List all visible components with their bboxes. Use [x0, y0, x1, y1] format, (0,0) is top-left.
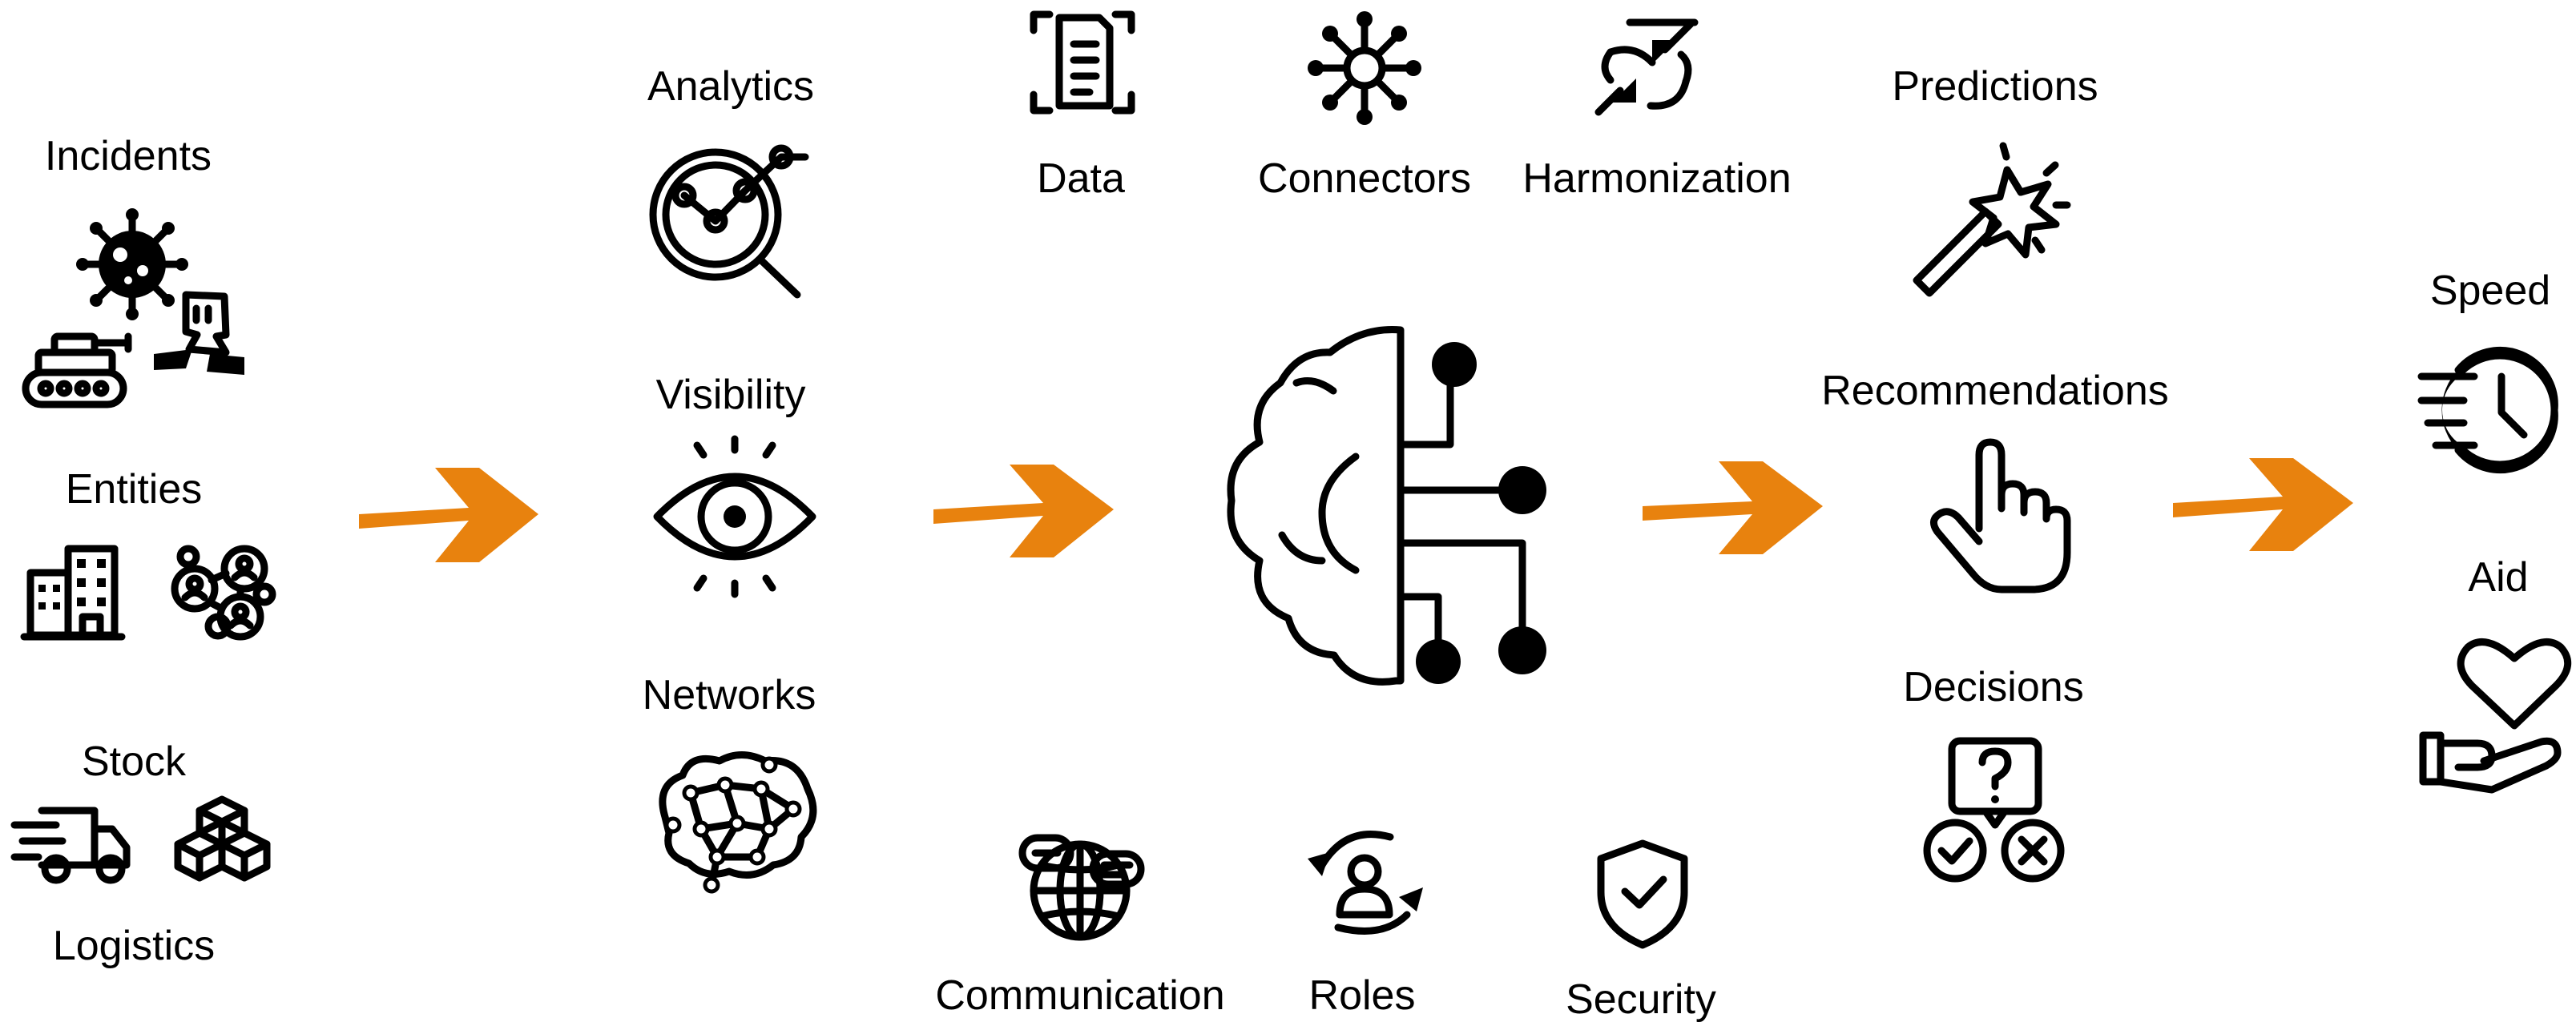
logistics-label: Logistics [53, 923, 215, 969]
analytics-label: Analytics [647, 63, 814, 110]
shield-check-icon [1597, 839, 1688, 949]
flow-arrow-3 [1643, 461, 1823, 554]
networks-label: Networks [643, 672, 816, 718]
connectors-label: Connectors [1258, 155, 1471, 202]
harmonization-label: Harmonization [1522, 155, 1791, 202]
inputs-group: Incidents [10, 133, 276, 969]
eye-icon [653, 435, 816, 598]
tank-icon [22, 332, 132, 408]
security-label: Security [1566, 976, 1716, 1022]
decision-icon [1923, 737, 2065, 883]
damaged-building-icon [154, 291, 244, 375]
flow-arrow-4 [2173, 458, 2353, 551]
roles-label: Roles [1309, 972, 1416, 1019]
recommendations-label: Recommendations [1821, 368, 2169, 414]
flow-arrow-1 [359, 468, 538, 562]
analytics-magnifier-icon [649, 144, 809, 299]
visibility-label: Visibility [656, 372, 806, 418]
decisions-label: Decisions [1903, 664, 2083, 710]
flow-arrow-2 [933, 465, 1114, 557]
capabilities-group: Analytics Visibility Networks [643, 63, 817, 894]
user-rotate-icon [1308, 831, 1423, 935]
document-scan-icon [1030, 10, 1135, 115]
speed-label: Speed [2430, 268, 2550, 314]
ai-brain-circuit-icon [1227, 326, 1546, 686]
sync-arrows-icon [1594, 18, 1699, 116]
connectors-icon [1308, 11, 1421, 125]
globe-chat-icon [1018, 834, 1145, 941]
magic-wand-icon [1913, 142, 2071, 297]
office-building-icon [20, 545, 126, 641]
heart-hand-icon [2419, 638, 2572, 794]
neural-network-icon [659, 751, 817, 894]
boxes-icon [174, 795, 271, 882]
pointing-hand-icon [1930, 438, 2071, 593]
communication-label: Communication [935, 972, 1224, 1019]
people-network-icon [171, 545, 276, 641]
virus-icon [76, 208, 188, 320]
outcomes-group: Speed Aid [2417, 268, 2572, 794]
aid-label: Aid [2468, 554, 2528, 601]
delivery-truck-icon [10, 807, 131, 884]
fast-clock-icon [2417, 346, 2558, 474]
flow-arrows [359, 458, 2353, 562]
platform-top-group: Data Connectors [1030, 10, 1792, 202]
outputs-group: Predictions Recommendations Decisions [1821, 63, 2169, 883]
incidents-label: Incidents [45, 133, 212, 179]
predictions-label: Predictions [1892, 63, 2098, 110]
entities-label: Entities [66, 466, 203, 513]
platform-bottom-group: Communication Roles Security [935, 831, 1716, 1022]
data-label: Data [1037, 155, 1125, 202]
stock-label: Stock [82, 738, 187, 785]
